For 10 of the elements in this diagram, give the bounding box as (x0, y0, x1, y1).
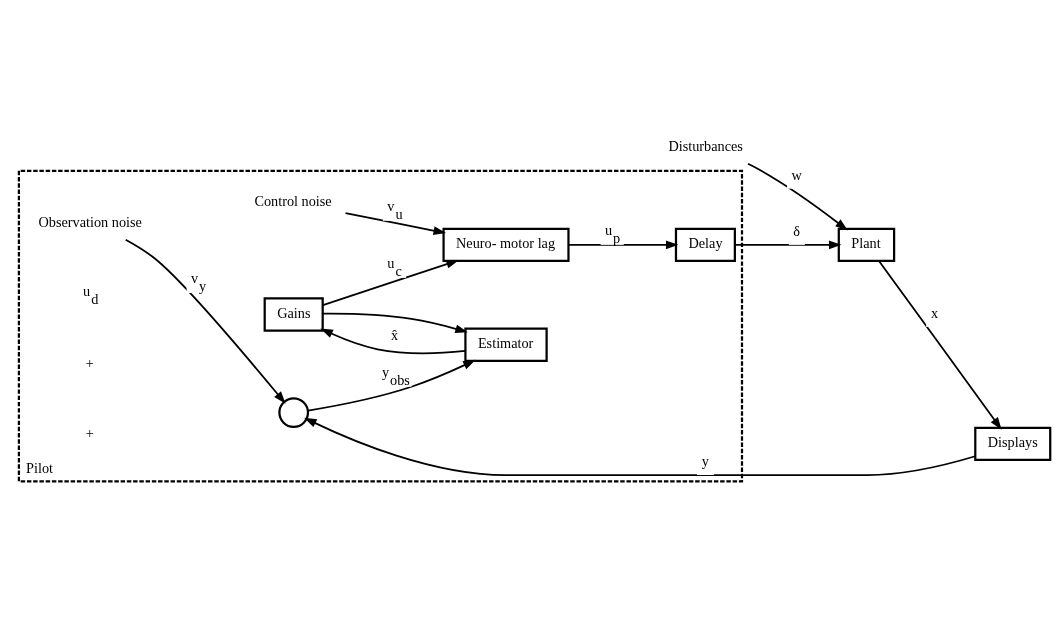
edge-label: w (791, 166, 802, 183)
edge-label: y (701, 452, 709, 469)
node-text: Control noise (254, 193, 332, 210)
label: + (85, 354, 94, 371)
node-text: Observation noise (38, 213, 142, 230)
label: + (85, 425, 94, 442)
edge-label: δ (793, 222, 801, 239)
node-text: Disturbances (668, 138, 743, 155)
edge-label: x (931, 304, 939, 321)
edge-label: x̂ (390, 327, 399, 344)
